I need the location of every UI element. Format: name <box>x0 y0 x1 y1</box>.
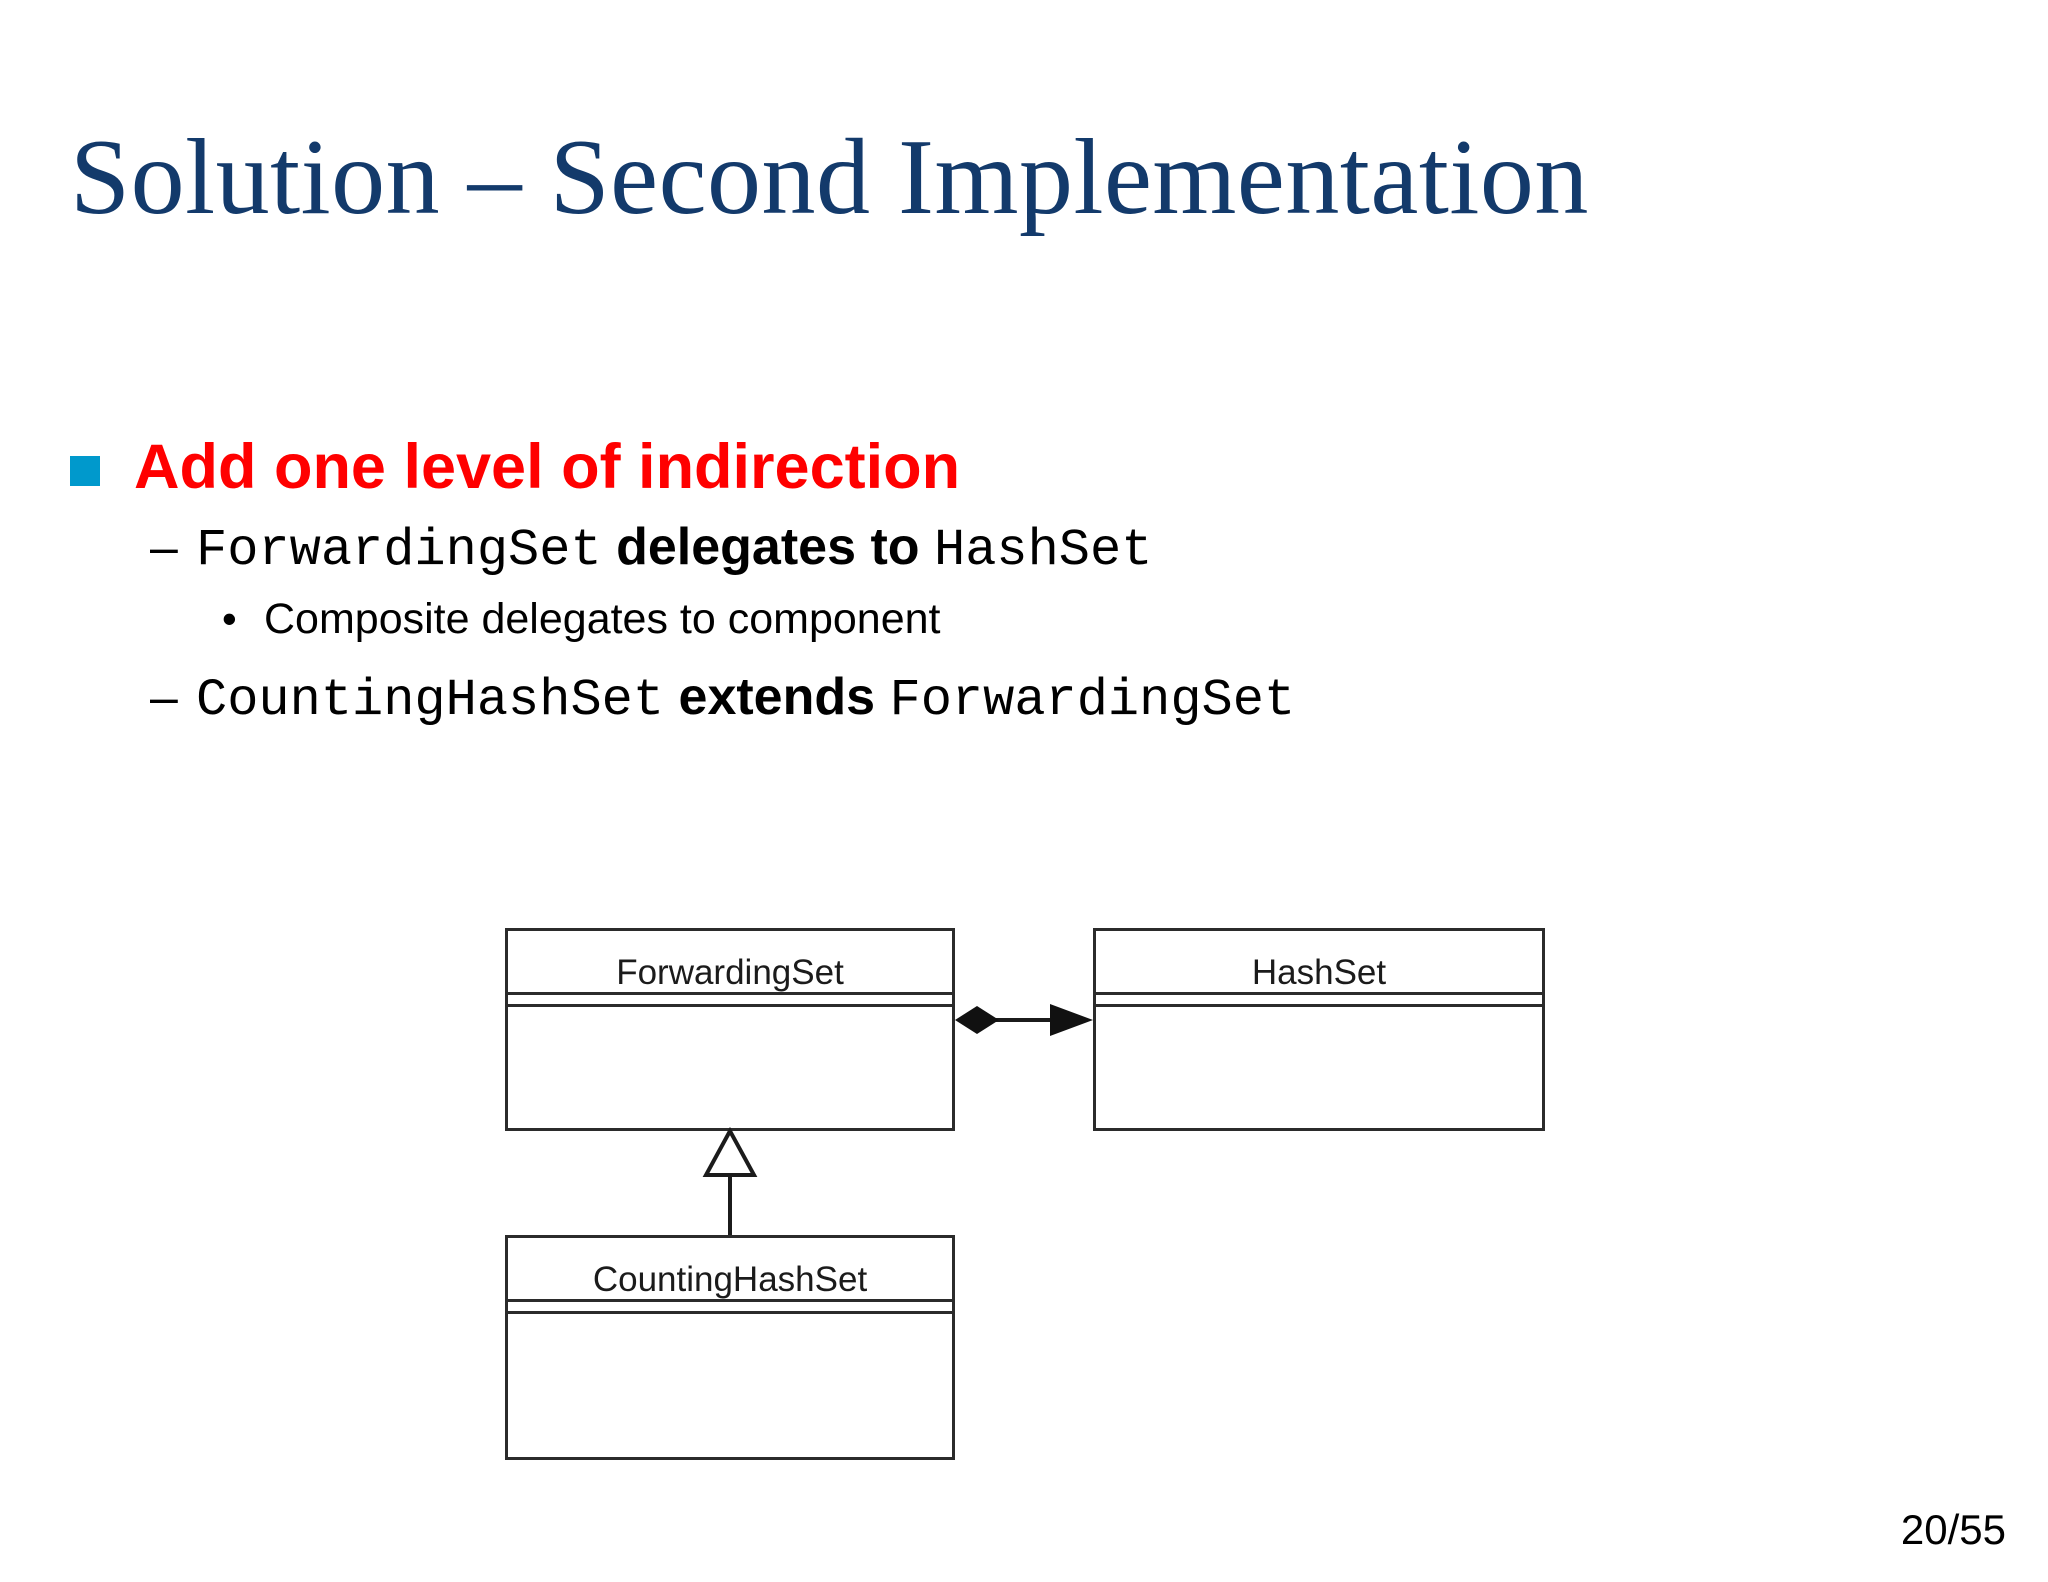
filled-diamond-icon <box>955 1006 999 1034</box>
uml-operations-compartment <box>1096 1007 1542 1128</box>
bullet-list: Add one level of indirection – Forwardin… <box>0 430 2048 744</box>
bullet-level1: Add one level of indirection <box>0 430 2048 516</box>
code-token-forwardingset: ForwardingSet <box>196 521 602 580</box>
page-number: 20/55 <box>1900 1506 2006 1553</box>
bullet-level1-label: Add one level of indirection <box>134 432 961 502</box>
bullet-level3-composite: • Composite delegates to component <box>0 594 2048 666</box>
uml-class-name: CountingHashSet <box>508 1238 952 1302</box>
dash-bullet-icon: – <box>150 519 178 575</box>
composition-forwardingset-to-hashset <box>955 1004 1093 1036</box>
uml-operations-compartment <box>508 1007 952 1128</box>
dot-bullet-icon: • <box>222 595 237 642</box>
prose-extends: extends <box>664 668 890 726</box>
uml-attributes-compartment <box>508 1302 952 1314</box>
generalization-countinghashset-to-forwardingset <box>702 1126 758 1235</box>
uml-attributes-compartment <box>1096 995 1542 1007</box>
bullet-level2-countinghashset: – CountingHashSet extends ForwardingSet <box>0 666 2048 744</box>
uml-class-forwardingset: ForwardingSet <box>505 928 955 1131</box>
bullet-level3-label: Composite delegates to component <box>264 595 941 643</box>
page-title: Solution – Second Implementation <box>70 118 1589 237</box>
code-token-forwardingset-2: ForwardingSet <box>889 671 1296 730</box>
uml-class-name: HashSet <box>1096 931 1542 995</box>
uml-class-name: ForwardingSet <box>508 931 952 995</box>
uml-attributes-compartment <box>508 995 952 1007</box>
prose-delegates-to: delegates to <box>601 518 934 576</box>
bullet-level2-countinghashset-label: CountingHashSet extends ForwardingSet <box>196 666 1295 732</box>
square-bullet-icon <box>70 456 100 486</box>
code-token-countinghashset: CountingHashSet <box>196 671 665 730</box>
uml-class-countinghashset: CountingHashSet <box>505 1235 955 1460</box>
bullet-level2-forwardingset-label: ForwardingSet delegates to HashSet <box>196 516 1152 582</box>
dash-bullet-icon: – <box>150 669 178 725</box>
hollow-triangle-icon <box>702 1126 758 1177</box>
uml-class-hashset: HashSet <box>1093 928 1545 1131</box>
code-token-hashset: HashSet <box>933 521 1153 580</box>
solid-arrowhead-icon <box>1050 1004 1093 1036</box>
bullet-level2-forwardingset: – ForwardingSet delegates to HashSet <box>0 516 2048 594</box>
uml-operations-compartment <box>508 1314 952 1457</box>
